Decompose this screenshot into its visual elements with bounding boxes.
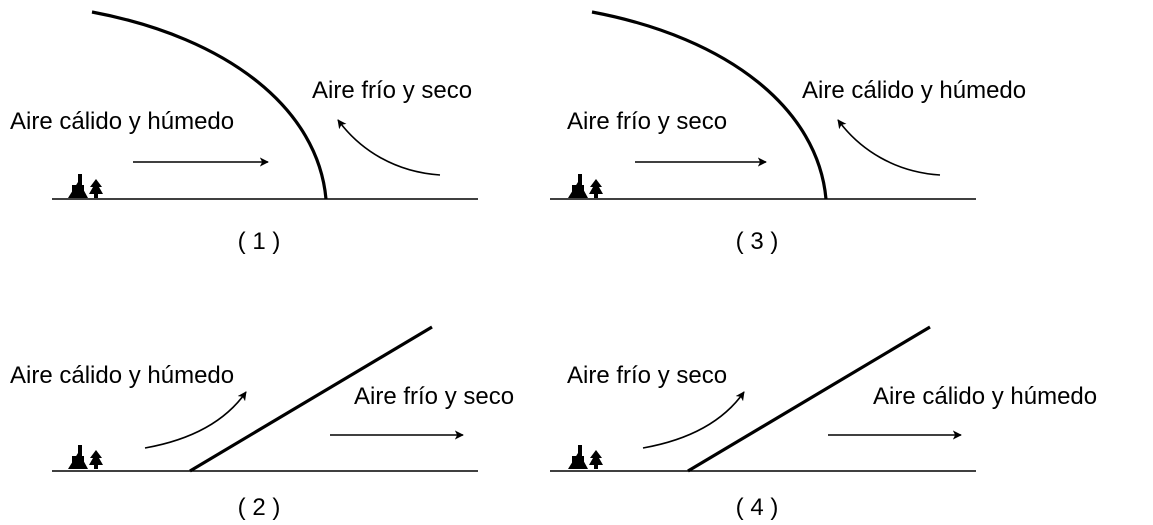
front-slope: [189, 325, 433, 473]
panel-4: Aire frío y seco Aire cálido y húmedo ( …: [550, 325, 1097, 521]
arrow-icon: [837, 119, 941, 176]
panel-1: Aire cálido y húmedo Aire frío y seco ( …: [10, 10, 478, 255]
left-air-label: Aire cálido y húmedo: [10, 108, 234, 135]
right-air-label: Aire cálido y húmedo: [802, 77, 1026, 104]
arrow-icon: [144, 391, 247, 449]
right-air-label: Aire cálido y húmedo: [873, 383, 1097, 410]
house-icon: [68, 445, 103, 469]
panel-caption: ( 4 ): [736, 494, 779, 521]
front-slope: [687, 325, 931, 473]
house-icon: [568, 174, 603, 198]
house-icon: [68, 174, 103, 198]
panel-3: Aire frío y seco Aire cálido y húmedo ( …: [550, 10, 1026, 255]
cold-front-boundary: [91, 10, 328, 200]
house-icon: [568, 445, 603, 469]
warm-front-boundary: [591, 10, 828, 200]
panel-caption: ( 3 ): [736, 228, 779, 255]
panel-2: Aire cálido y húmedo Aire frío y seco ( …: [10, 325, 514, 521]
left-air-label: Aire frío y seco: [567, 108, 727, 135]
panel-caption: ( 2 ): [238, 494, 281, 521]
left-air-label: Aire cálido y húmedo: [10, 362, 234, 389]
left-air-label: Aire frío y seco: [567, 362, 727, 389]
right-air-label: Aire frío y seco: [354, 383, 514, 410]
right-air-label: Aire frío y seco: [312, 77, 472, 104]
arrow-icon: [642, 391, 745, 449]
arrow-icon: [337, 119, 441, 176]
panel-caption: ( 1 ): [238, 228, 281, 255]
